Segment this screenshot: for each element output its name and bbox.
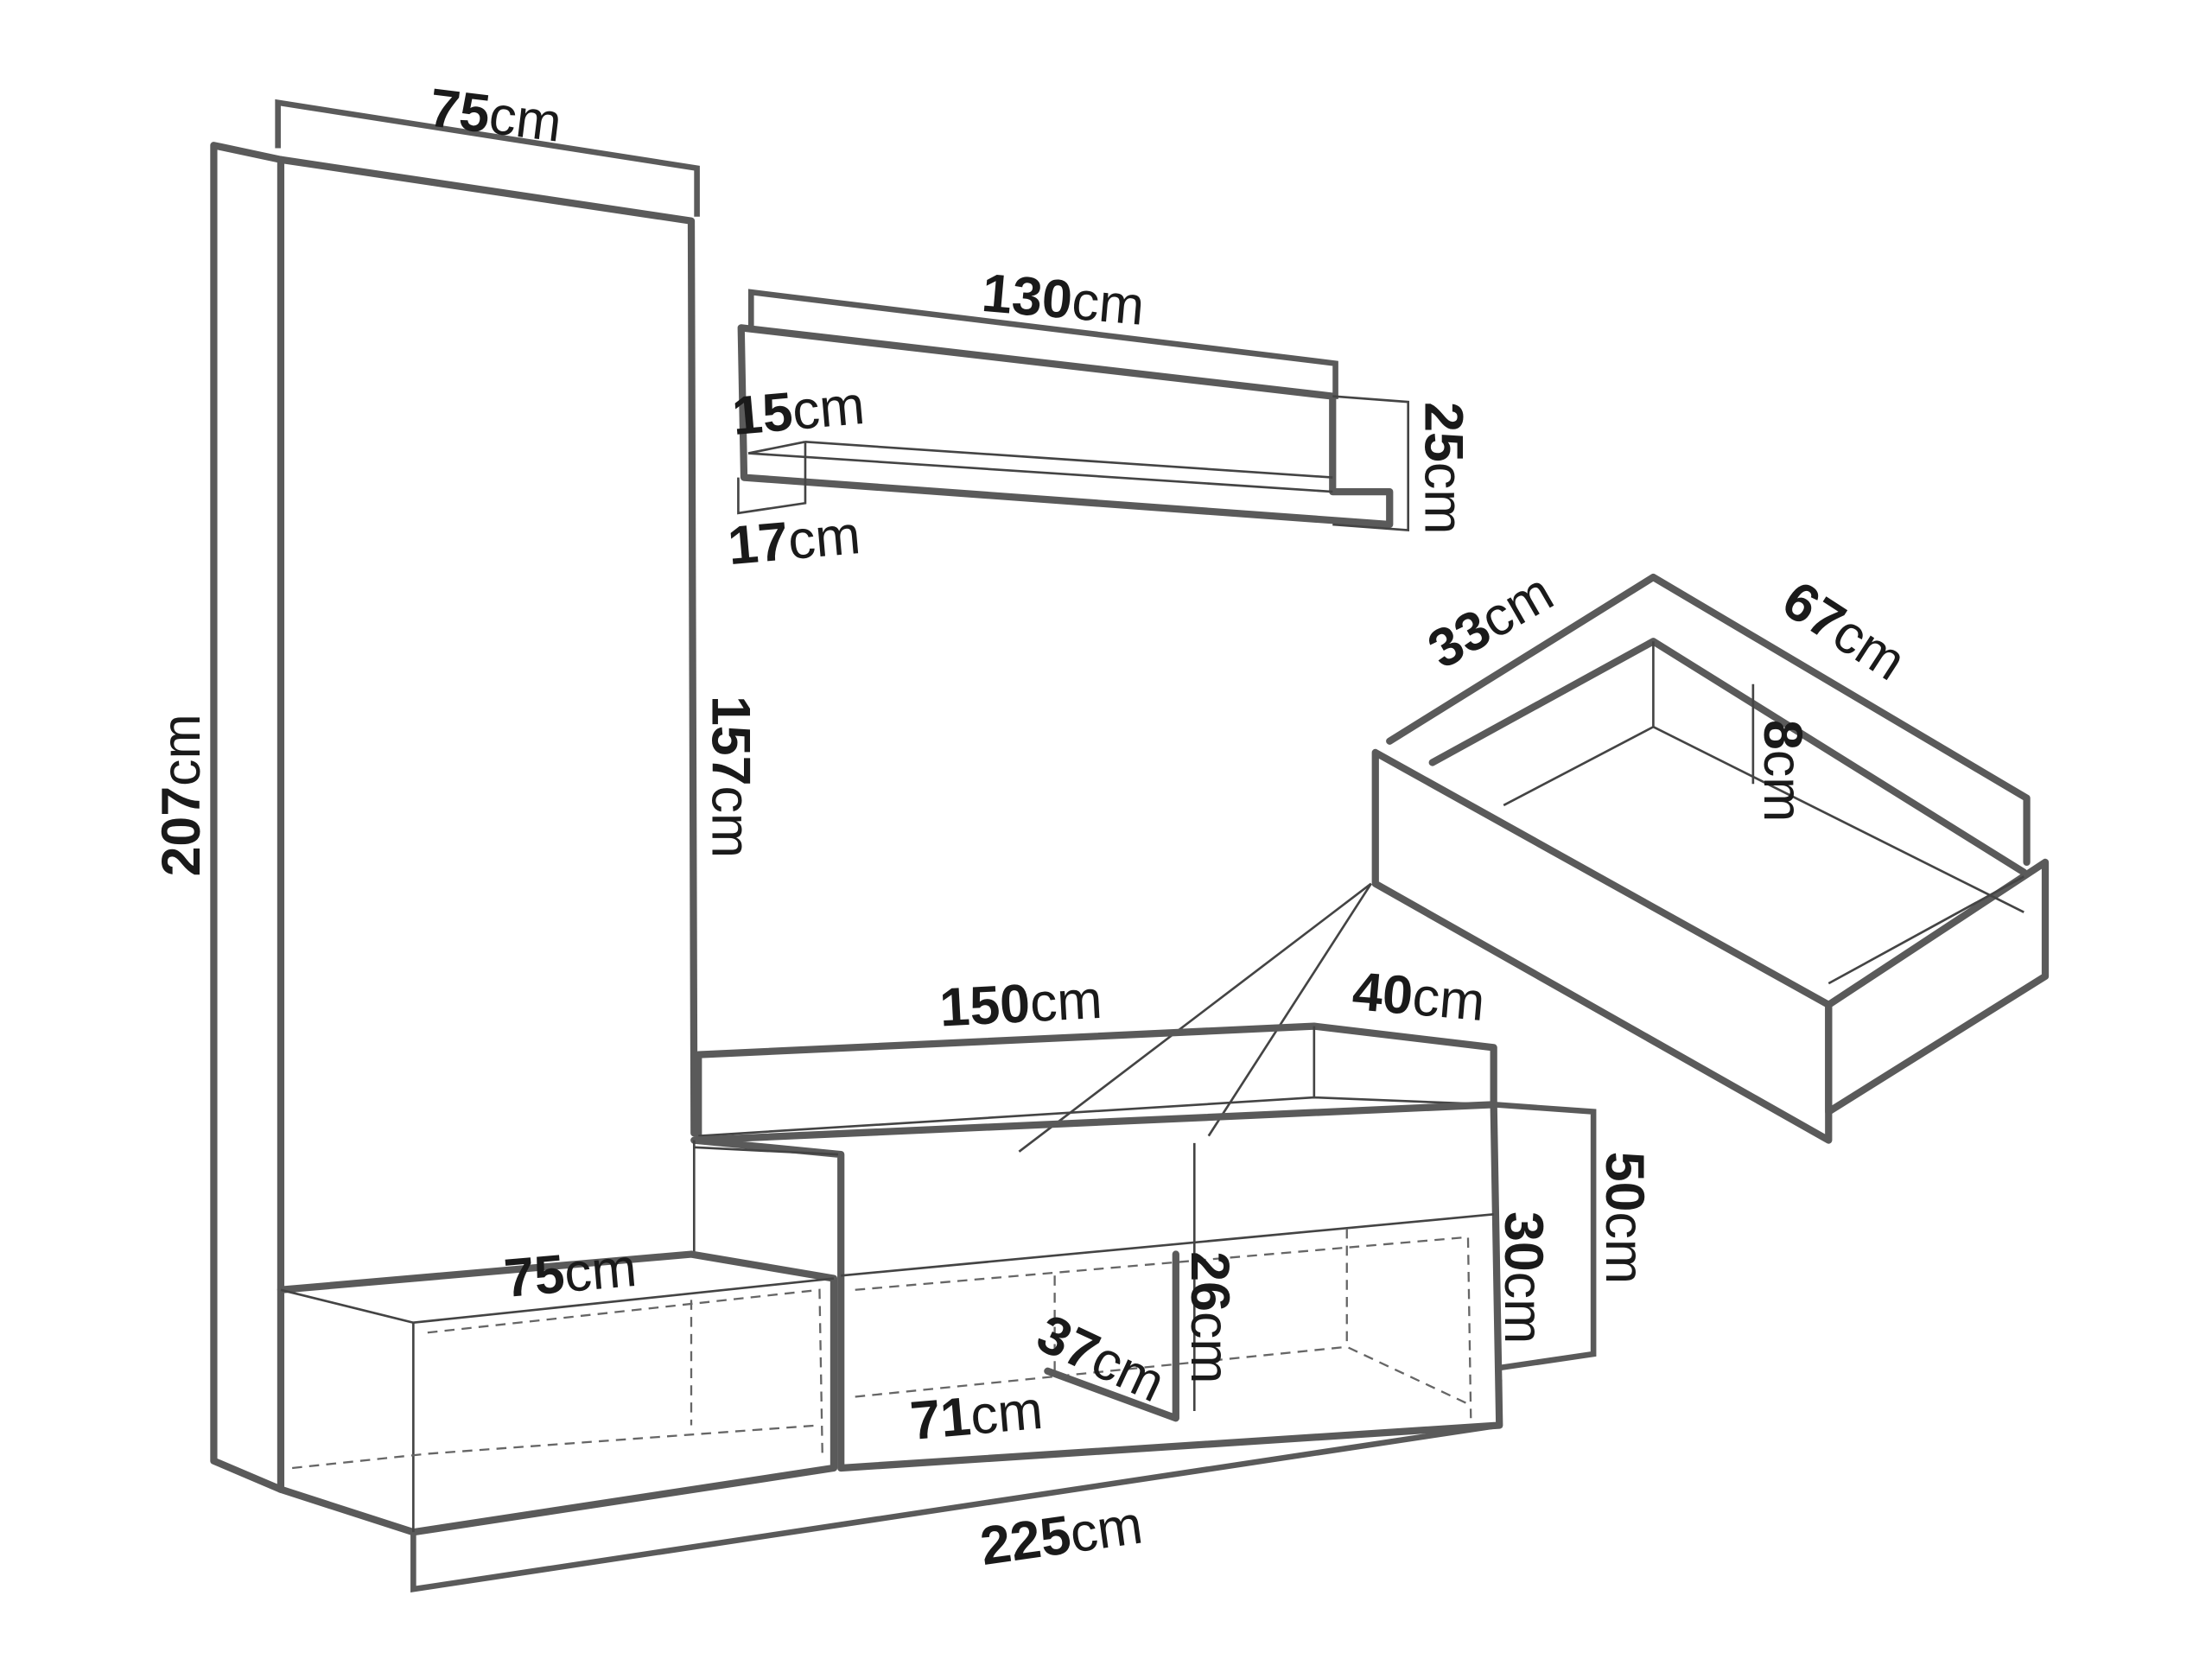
wall-panel (210, 99, 700, 1493)
label-panel-height: 207cm (151, 714, 212, 876)
label-shelf-height: 15cm (730, 375, 868, 447)
label-cabinet-front-height: 30cm (1493, 1211, 1554, 1344)
drawer (1018, 573, 2050, 1153)
label-total-width: 225cm (976, 1494, 1146, 1577)
label-low-box-width: 75cm (502, 1237, 639, 1309)
label-compartment-depth: 37cm (1028, 1303, 1173, 1414)
label-drawer-depth: 33cm (1418, 562, 1563, 680)
label-compartment-width: 71cm (908, 1380, 1046, 1452)
lower-cabinet (276, 1022, 1597, 1593)
label-compartment-height: 26cm (1179, 1251, 1240, 1383)
label-shelf-depth: 17cm (726, 505, 863, 576)
label-panel-visible-height: 157cm (701, 696, 761, 858)
label-shelf-width: 130cm (980, 263, 1147, 337)
wall-shelf (737, 289, 1410, 532)
label-cabinet-depth: 40cm (1350, 961, 1487, 1033)
label-cabinet-width: 150cm (938, 969, 1104, 1039)
label-drawer-width: 67cm (1772, 569, 1916, 692)
label-cabinet-height: 50cm (1594, 1152, 1655, 1284)
label-shelf-back-height: 25cm (1413, 402, 1473, 534)
label-panel-width: 75cm (426, 78, 565, 154)
label-drawer-height: 8cm (1752, 720, 1813, 822)
